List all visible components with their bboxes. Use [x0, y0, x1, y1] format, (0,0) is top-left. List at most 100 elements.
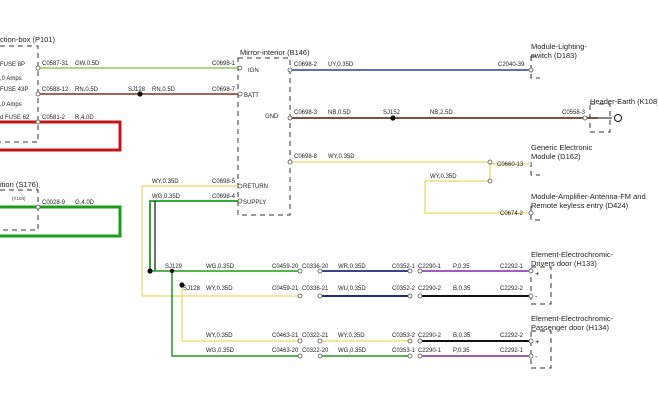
r2-conn-3: C0352-2: [392, 286, 416, 292]
r1-end-conn: C2292-1: [500, 264, 524, 270]
r3-conn-3: C0353-2: [392, 333, 416, 339]
fuse-62-label: d FUSE 62: [0, 115, 30, 121]
mirror-pin-ign: IGN: [248, 68, 259, 74]
drivers-door-plus: +: [535, 269, 540, 278]
ign-left-conn: C0698-2: [294, 62, 318, 68]
header-earth-label: Header-Earth (K108): [590, 97, 658, 106]
w1-right-conn: C0698-1: [212, 61, 236, 67]
mirror-pin-supply: SUPPLY: [243, 200, 266, 206]
sup-in-spec: WG,0.35D: [152, 194, 181, 200]
wire-row3-wy: [181, 285, 300, 342]
wire-row4-wg: [171, 271, 300, 357]
w2-spec-1: RN,0.5D: [75, 87, 99, 93]
drivers-door-label-2: Drivers door (H133): [531, 259, 597, 268]
w4-spec: G,4.0D: [75, 200, 95, 206]
ignition-outline: [0, 189, 39, 231]
r3-conn-4: C2290-2: [418, 333, 442, 339]
w2-splice: SJ128: [128, 87, 146, 93]
r1-conn-1: C0459-20: [272, 264, 299, 270]
amp-conn: C0674-2: [500, 211, 524, 217]
r1-spec-3: P,0.35: [453, 264, 470, 270]
gem-conn: C0660-13: [497, 162, 524, 168]
r4-spec-3: P,0.35: [453, 348, 470, 354]
lighting-module-label-1: Module-Lighting-: [531, 42, 587, 51]
r1-spec-1: WG,0.35D: [206, 264, 235, 270]
w1-left-conn: C0587-31: [42, 61, 69, 67]
mirror-pin-gnd: GND: [265, 114, 279, 120]
passenger-door-minus: -: [535, 352, 538, 361]
w1-spec: GW,0.5D: [75, 61, 100, 67]
amplifier-label-1: Module-Amplifier-Antenna-FM and: [531, 192, 646, 201]
w3-left-conn: C0581-2: [42, 115, 66, 121]
drivers-door-label-1: Element-Electrochromic-: [531, 250, 614, 259]
w4-left-conn: C0028-9: [42, 200, 66, 206]
passenger-door-label-2: Passenger door (H134): [531, 323, 609, 332]
ign-right-conn: C2040-39: [498, 62, 525, 68]
r4-spec-2: WG,0.35D: [338, 348, 367, 354]
r2-conn-1: C0459-21: [272, 286, 299, 292]
sup-in-right-conn: C0698-4: [212, 194, 236, 200]
passenger-door-plus: +: [535, 337, 540, 346]
w3-spec: R,4.0D: [75, 115, 94, 121]
fuse-8-label: FUSE 8P: [0, 62, 25, 68]
mirror-pin-return: RETURN: [243, 184, 268, 190]
splice-a: SJ129: [165, 264, 183, 270]
r3-conn-1: C0463-21: [272, 333, 299, 339]
fuse-43-rating: ,0 Amps: [0, 102, 22, 108]
r4-conn-3: C0353-1: [392, 348, 416, 354]
r1-conn-4: C2290-1: [418, 264, 442, 270]
ret-in-right-conn: C0698-5: [212, 179, 236, 185]
r3-spec-3: B,0.35: [453, 333, 471, 339]
r2-conn-2: C0336-21: [302, 286, 329, 292]
r4-conn-4: C2290-1: [418, 348, 442, 354]
r4-conn-2: C0322-20: [302, 348, 329, 354]
mirror-pin-batt: BATT: [244, 93, 259, 99]
w2-spec-2: RN,0.5D: [152, 87, 176, 93]
lighting-module-outline: [530, 55, 540, 79]
gnd-spec-1: NB,0.5D: [328, 110, 351, 116]
ignition-sub-label: (Y104): [12, 196, 26, 201]
gnd-splice: SJ152: [383, 110, 401, 116]
r2-spec-3: B,0.35: [453, 286, 471, 292]
wire-wy-return-in: [141, 185, 240, 296]
mirror-outline: [237, 57, 291, 216]
r3-conn-2: C0322-21: [302, 333, 329, 339]
r1-conn-2: C0336-20: [302, 264, 329, 270]
r1-conn-3: C0352-1: [392, 264, 416, 270]
r2-spec-2: WU,0.35D: [338, 286, 366, 292]
passenger-door-label-1: Element-Electrochromic-: [531, 314, 614, 323]
connector-pins: [35, 65, 588, 359]
ignition-label: ition (S176): [0, 180, 39, 189]
ign-spec: UY,0.35D: [328, 62, 354, 68]
r4-end-conn: C2292-1: [500, 348, 524, 354]
gnd-spec-2: NB,2.5D: [430, 110, 453, 116]
ret-in-spec: WY,0.35D: [152, 179, 179, 185]
r2-end-conn: C2292-2: [500, 286, 524, 292]
wire-wg-supply-in: [149, 200, 240, 271]
header-earth-symbol: [589, 103, 622, 133]
gem-label-1: Generic Electronic: [531, 143, 593, 152]
splice-points: [137, 91, 396, 288]
wire-g-ignition: [0, 205, 122, 238]
wire-r-fuse62: [0, 120, 122, 152]
r2-conn-4: C2290-2: [418, 286, 442, 292]
drivers-door-minus: -: [535, 292, 538, 301]
mirror-label: Mirror-interior (B146): [240, 48, 310, 57]
fuse-box-outline: [0, 45, 39, 143]
gem-outline: [530, 162, 540, 176]
r3-spec-1: WY,0.35D: [206, 333, 233, 339]
gem-down-spec: WY,0.35D: [430, 174, 457, 180]
passenger-door-element: [530, 330, 552, 369]
r1-spec-2: WR,0.35D: [338, 264, 366, 270]
ret-out-spec: WY,0.35D: [328, 154, 355, 160]
r4-conn-1: C0463-20: [272, 348, 299, 354]
gnd-right-conn: C0558-3: [562, 110, 586, 116]
fuse-box-label: ction-box (P101): [0, 35, 56, 44]
r4-spec-1: WG,0.35D: [206, 348, 235, 354]
w2-left-conn: C0588-12: [42, 87, 69, 93]
w2-right-conn: C0698-7: [212, 87, 236, 93]
lighting-module-label-2: switch (D183): [531, 51, 577, 60]
splice-b: SJ128: [183, 286, 201, 292]
gnd-left-conn: C0698-3: [294, 110, 318, 116]
